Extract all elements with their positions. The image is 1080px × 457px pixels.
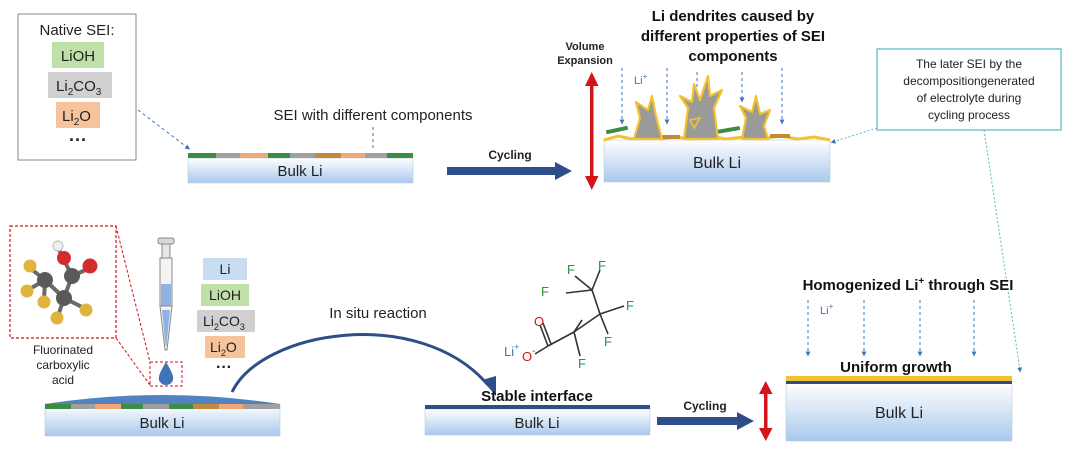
bottom-left-bulk: Bulk Li	[44, 395, 281, 437]
stable-bulk: Bulk Li	[424, 405, 651, 436]
bottom-comp-lioh-chip	[201, 284, 249, 306]
structure-oxygen-2: O-	[522, 346, 535, 364]
later-sei-line1: The later SEI by the	[916, 57, 1022, 71]
perfluoro-carboxylate-structure	[534, 269, 625, 357]
zoom-line-1	[115, 225, 151, 363]
top-left-bulk-label: Bulk Li	[277, 163, 322, 180]
native-sei-connector	[137, 109, 190, 150]
native-sei-box: Native SEI: LiOH Li2CO3 Li2O ···	[17, 13, 137, 161]
bottom-comp-more: ···	[216, 359, 232, 376]
atom-fluorine-1	[23, 259, 37, 273]
bottom-left-bulk-label: Bulk Li	[139, 415, 184, 432]
molecule-label-line1: Fluorinated	[33, 343, 93, 357]
cycling-top-label: Cycling	[488, 148, 531, 162]
atom-carbon-1	[37, 272, 53, 288]
later-sei-connector-1	[830, 127, 878, 144]
structure-fluorines: F F F F F F	[541, 258, 634, 371]
native-sei-more: ···	[69, 130, 87, 150]
in-situ-arrow-head	[482, 376, 496, 396]
homogenized-li-ion: Li+	[820, 302, 834, 317]
homogenized-bulk: Bulk Li	[785, 376, 1013, 442]
dendrite-1	[632, 94, 664, 141]
atom-oxygen-1	[82, 258, 98, 274]
sei-components-caption: SEI with different components	[274, 107, 473, 124]
electrolyte-dome	[45, 395, 280, 404]
atom-oxygen-2	[57, 251, 71, 265]
cycling-top-arrow	[447, 162, 572, 180]
in-situ-arrow	[230, 333, 490, 393]
molecule-label-line2: carboxylic	[36, 358, 89, 372]
dendrites-bulk-label: Bulk Li	[693, 155, 741, 172]
svg-text:F: F	[626, 298, 634, 313]
dendrites-title-line2: different properties of SEI	[641, 28, 825, 45]
bottom-comp-li: Li	[220, 261, 231, 277]
svg-text:F: F	[604, 334, 612, 349]
bottom-comp-li2co3: Li2CO3	[203, 313, 245, 332]
dendrite-2	[678, 74, 724, 141]
molecule-label-line3: acid	[52, 373, 74, 387]
atom-carbon-3	[64, 268, 80, 284]
in-situ-label: In situ reaction	[329, 305, 427, 322]
later-sei-box: The later SEI by the decompositiongenera…	[876, 48, 1062, 131]
native-sei-title: Native SEI:	[39, 22, 114, 39]
later-sei-line4: cycling process	[928, 108, 1010, 122]
bottom-comp-li2o-chip	[205, 336, 245, 358]
molecule-box	[9, 225, 117, 339]
volume-expansion-line1: Volume	[566, 41, 605, 53]
cycling-bottom-label: Cycling	[683, 399, 726, 413]
homogenized-title: Homogenized Li+ through SEI	[803, 276, 1014, 294]
stable-interface-title: Stable interface	[481, 388, 593, 405]
atom-hydrogen	[52, 240, 64, 252]
pipette-icon	[157, 237, 175, 385]
bottom-comp-li2o: Li2O	[210, 339, 237, 358]
dendrites-title-line1: Li dendrites caused by	[652, 8, 815, 25]
atom-fluorine-2	[20, 284, 34, 298]
atom-fluorine-5	[79, 303, 93, 317]
dendrites-bulk: Bulk Li	[603, 74, 831, 183]
bottom-comp-li2co3-chip	[197, 310, 255, 332]
volume-expansion-line2: Expansion	[557, 55, 613, 67]
native-sei-lioh-chip	[52, 42, 104, 68]
native-sei-li2co3-chip	[48, 72, 112, 98]
no-expansion-arrow	[759, 381, 773, 441]
svg-text:F: F	[578, 356, 586, 371]
bottom-comp-lioh: LiOH	[209, 287, 241, 303]
native-sei-li2co3: Li2CO3	[56, 78, 102, 98]
structure-li-ion: Li+	[504, 342, 519, 359]
later-sei-line2: decompositiongenerated	[903, 74, 1034, 88]
cycling-bottom-arrow	[657, 412, 754, 430]
svg-text:F: F	[598, 258, 606, 273]
later-sei-line3: of electrolyte during	[917, 91, 1022, 105]
native-sei-li2o: Li2O	[62, 108, 91, 128]
atom-fluorine-4	[50, 311, 64, 325]
structure-oxygen-1: O	[534, 314, 544, 329]
zoom-line-2	[115, 337, 151, 386]
homogenized-ion-arrows	[805, 300, 977, 357]
top-left-bulk: Bulk Li	[187, 153, 414, 184]
bottom-comp-li-chip	[203, 258, 247, 280]
native-sei-lioh: LiOH	[61, 48, 95, 65]
uniform-growth-label: Uniform growth	[840, 359, 952, 376]
atom-fluorine-3	[37, 295, 51, 309]
bottom-components: Li LiOH Li2CO3 Li2O ···	[197, 258, 255, 376]
dendrites-li-ion: Li+	[634, 72, 648, 87]
uniform-gold-layer	[786, 376, 1012, 381]
dendrites-title-line3: components	[688, 48, 777, 65]
dendrite-3	[738, 94, 772, 141]
homogenized-bulk-label: Bulk Li	[875, 405, 923, 422]
stable-bulk-label: Bulk Li	[514, 415, 559, 432]
later-sei-connector-2	[983, 129, 1023, 373]
atom-carbon-2	[56, 290, 72, 306]
svg-text:F: F	[567, 262, 575, 277]
svg-text:F: F	[541, 284, 549, 299]
native-sei-li2o-chip	[56, 102, 100, 128]
volume-expansion-arrow	[585, 72, 599, 190]
